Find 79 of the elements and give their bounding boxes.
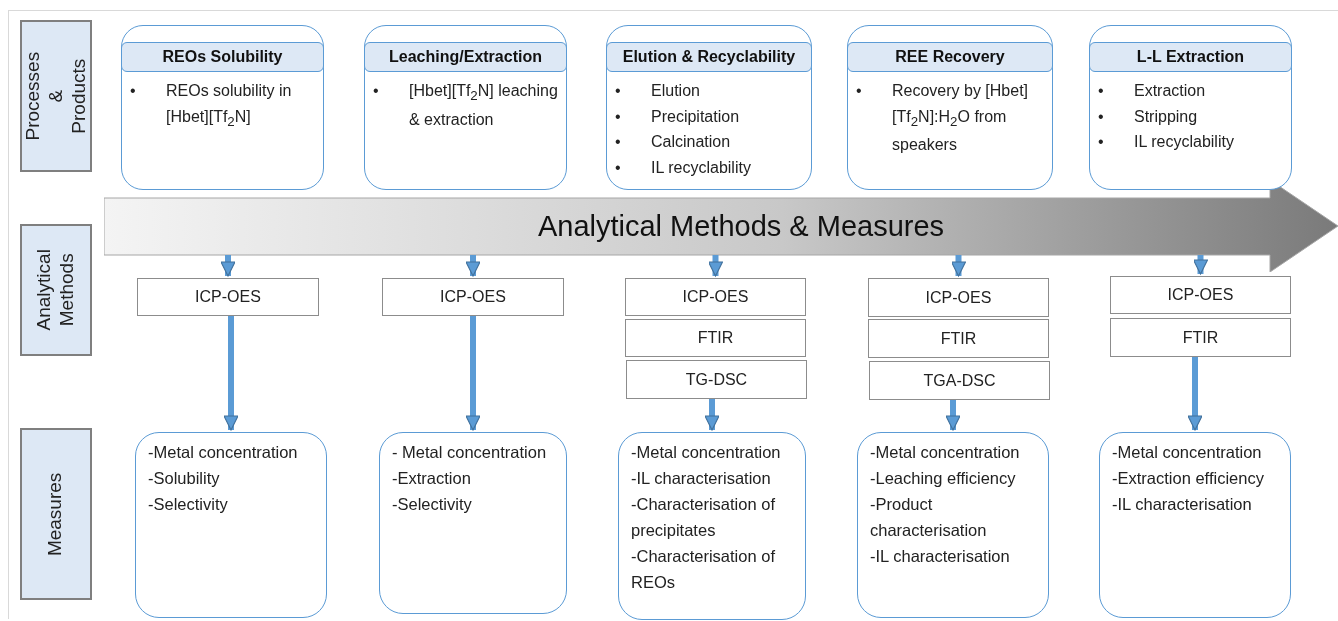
card-heading: REE Recovery	[847, 42, 1053, 72]
measure-item: -Leaching efficiency	[870, 468, 1017, 489]
row-header	[20, 20, 92, 172]
method-box: ICP-OES	[625, 278, 806, 316]
measure-item: -Solubility	[148, 468, 221, 489]
card-heading: REOs Solubility	[121, 42, 324, 72]
arrow	[465, 316, 481, 431]
method-box: FTIR	[625, 319, 806, 357]
measure-item: -IL characterisation	[1112, 494, 1253, 515]
arrow	[950, 255, 967, 277]
bullet-marker: •	[615, 81, 622, 101]
method-box: ICP-OES	[137, 278, 319, 316]
measure-item: -IL characterisation	[870, 546, 1011, 567]
measure-item: -Product characterisation	[870, 494, 988, 541]
band-title: Analytical Methods & Measures	[537, 209, 945, 243]
card-heading: Leaching/Extraction	[364, 42, 567, 72]
method-box: ICP-OES	[868, 278, 1049, 317]
bullet-item: Recovery by [Hbet][Tf$_{2}$N]:H$_{2}$O from speakers	[892, 81, 1030, 156]
measure-item: - Metal concentration	[392, 442, 548, 463]
arrow	[945, 400, 961, 431]
bullet-item: IL recyclability	[651, 157, 752, 178]
bullet-marker: •	[1098, 106, 1105, 127]
bullet-item: Precipitation	[651, 106, 741, 127]
row-header	[20, 428, 92, 600]
measure-item: -Metal concentration	[631, 442, 782, 463]
measure-item: -Selectivity	[392, 494, 473, 515]
card-heading: L-L Extraction	[1089, 42, 1292, 72]
method-box: FTIR	[1110, 318, 1291, 357]
method-box: TGA-DSC	[869, 361, 1050, 400]
arrow	[465, 255, 481, 277]
process-card	[606, 25, 812, 190]
bullet-item: Stripping	[1134, 106, 1199, 127]
row-title: Processes & Products	[21, 51, 90, 141]
measure-box	[1099, 432, 1291, 618]
row-header	[20, 224, 92, 356]
bullet-item: IL recyclability	[1134, 132, 1235, 153]
bullet-item: Elution	[651, 81, 701, 101]
measure-item: -Metal concentration	[1112, 442, 1263, 463]
bullet-item: Calcination	[651, 132, 732, 153]
process-card	[364, 25, 567, 190]
arrow	[704, 399, 720, 431]
bullet-item: [Hbet][Tf$_{2}$N] leaching & extraction	[409, 81, 559, 130]
arrow	[223, 316, 239, 431]
process-card	[847, 25, 1053, 190]
row-title: Measures	[44, 472, 67, 556]
measure-box	[618, 432, 806, 620]
measure-item: -Characterisation of precipitates	[631, 494, 776, 541]
process-card	[121, 25, 324, 190]
row-title: Analytical Methods	[33, 249, 78, 331]
measure-item: -Metal concentration	[148, 442, 299, 463]
bullet-item: Extraction	[1134, 81, 1207, 101]
measure-item: -Characterisation of REOs	[631, 546, 776, 593]
method-box: TG-DSC	[626, 360, 807, 399]
bullet-item: REOs solubility in [Hbet][Tf$_{2}$N]	[166, 81, 293, 131]
bullet-marker: •	[856, 81, 863, 101]
method-box: ICP-OES	[1110, 276, 1291, 314]
measure-item: -Metal concentration	[870, 442, 1021, 463]
arrow	[220, 255, 236, 277]
bullet-marker: •	[1098, 81, 1105, 101]
bullet-marker: •	[615, 157, 622, 178]
bullet-marker: •	[373, 81, 380, 101]
method-box: FTIR	[868, 319, 1049, 358]
arrow	[1187, 357, 1203, 431]
measure-box	[379, 432, 567, 614]
method-box: ICP-OES	[382, 278, 564, 316]
process-card	[1089, 25, 1292, 190]
measure-item: -Extraction efficiency	[1112, 468, 1265, 489]
bullet-marker: •	[1098, 132, 1105, 153]
measure-item: -Selectivity	[148, 494, 229, 515]
measure-item: -Extraction	[392, 468, 472, 489]
bullet-marker: •	[615, 132, 622, 153]
measure-item: -IL characterisation	[631, 468, 772, 489]
arrow	[1192, 255, 1209, 275]
card-heading: Elution & Recyclability	[606, 42, 812, 72]
bullet-marker: •	[615, 106, 622, 127]
measure-box	[857, 432, 1049, 618]
measure-box	[135, 432, 327, 618]
bullet-marker: •	[130, 81, 137, 101]
arrow	[707, 255, 724, 277]
